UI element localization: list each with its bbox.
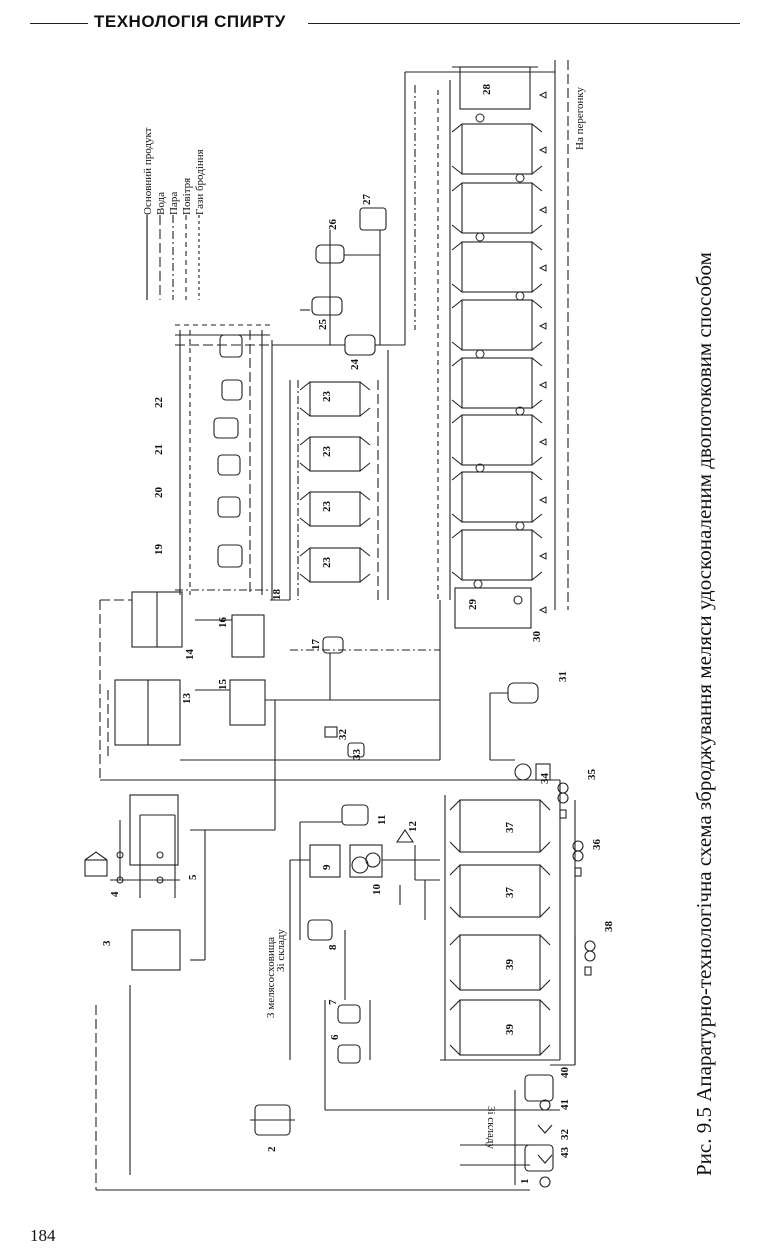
transfer-pumps [557,782,596,1065]
legend-label-water: Вода [155,192,167,215]
label-21: 21 [153,444,165,455]
label-36: 36 [591,839,603,851]
legend-label-main-product: Основний продукт [142,127,154,215]
label-23-c: 23 [321,501,333,513]
label-25: 25 [317,319,329,331]
label-29: 29 [467,599,479,611]
header-rule-right [308,23,740,24]
label-14: 14 [184,649,196,661]
fermenter-i [451,529,543,581]
label-7: 7 [327,999,339,1005]
label-2: 2 [266,1146,278,1152]
legend-label-steam: Пара [168,192,180,215]
heat-exchangers [272,207,405,356]
label-31: 31 [557,671,569,682]
collectors-13-14 [99,591,560,781]
label-33: 33 [351,749,363,761]
label-18: 18 [271,589,283,601]
page-number: 184 [30,1226,56,1245]
yeast-apparatus [175,324,273,600]
pumps-31-34 [324,682,551,781]
label-43: 43 [559,1147,571,1159]
label-4: 4 [109,891,121,897]
flow-label-to-distillation: На перегонку [574,86,586,150]
label-9: 9 [321,864,333,870]
fermenter-28 [452,66,538,110]
label-23-d: 23 [321,557,333,569]
label-16: 16 [217,617,229,629]
legend [146,215,200,300]
fermenter-29 [454,587,532,629]
label-32-b: 32 [559,1129,571,1141]
fermenter-f [451,357,543,409]
fermenter-c [451,182,543,234]
label-30: 30 [531,631,543,643]
figure-caption: Рис. 9.5 Апаратурно-технологічна схема з… [692,252,716,1176]
intake-block [250,1074,560,1188]
label-27: 27 [361,194,373,206]
label-5: 5 [187,874,199,880]
label-3: 3 [101,940,113,946]
fermenter-h [451,471,543,523]
flow-label-from-warehouse-1: Зі складу [275,928,287,972]
fermenter-d [451,241,543,293]
label-38: 38 [603,921,615,933]
label-41: 41 [559,1099,571,1110]
label-8: 8 [327,944,339,950]
page-header: ТЕХНОЛОГІЯ СПИРТУ [30,10,740,38]
label-6: 6 [329,1034,341,1040]
flow-label-from-molasses-storage: З мелясосховища [265,937,277,1018]
label-37-a: 37 [504,822,516,834]
legend-label-fermentation-gases: Гази бродіння [194,149,206,215]
fermenter-g [451,414,543,466]
label-35: 35 [586,769,598,781]
running-head: ТЕХНОЛОГІЯ СПИРТУ [94,12,286,31]
label-37-b: 37 [504,887,516,899]
main-fermenter-battery [451,66,547,629]
label-22: 22 [153,397,165,409]
label-19: 19 [153,544,165,556]
fermenter-b [451,123,543,175]
label-10: 10 [371,884,383,896]
label-34: 34 [539,773,551,785]
legend-label-air: Повітря [181,178,193,215]
label-28: 28 [481,84,493,96]
label-32: 32 [337,729,349,741]
molasses-preparation-block [84,700,530,1191]
label-23-a: 23 [321,391,333,403]
label-24: 24 [349,359,361,371]
prefermenters-23 [289,350,389,600]
label-12: 12 [407,821,419,833]
label-40: 40 [559,1067,571,1079]
label-11: 11 [376,815,388,825]
label-13: 13 [181,693,193,705]
fermenter-e [451,299,543,351]
label-1: 1 [519,1179,531,1185]
label-20: 20 [153,487,165,499]
dosing-block [289,804,530,1111]
label-39-a: 39 [504,959,516,971]
label-26: 26 [327,219,339,231]
label-39-b: 39 [504,1024,516,1036]
label-15: 15 [217,679,229,691]
label-23-b: 23 [321,446,333,458]
flow-label-from-warehouse-2: Зі складу [485,1106,497,1150]
label-17: 17 [310,639,322,651]
header-rule-left [30,23,88,24]
